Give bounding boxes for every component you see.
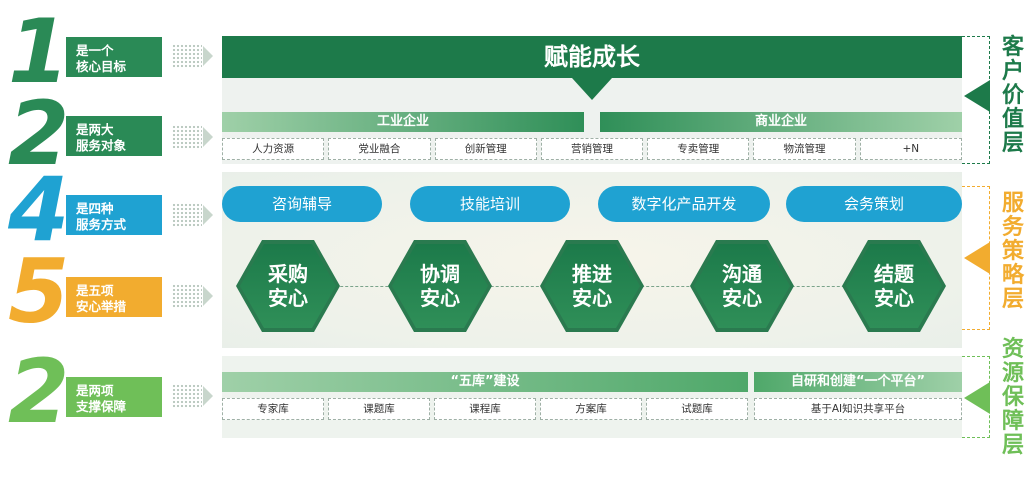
- caret-left-icon: [964, 80, 990, 112]
- row-tag: 是两项 支撑保障: [66, 377, 162, 417]
- support-layer-bg: [222, 356, 962, 438]
- industrial-header: 工业企业: [222, 112, 584, 132]
- dot-arrow: [172, 44, 202, 68]
- library-item: 课题库: [328, 398, 430, 420]
- measure-line1: 沟通: [722, 262, 762, 286]
- commercial-header: 商业企业: [600, 112, 962, 132]
- five-lib-header: “五库”建设: [222, 372, 748, 392]
- platform-item: 基于AI知识共享平台: [754, 398, 962, 420]
- caret-left-icon: [964, 242, 990, 274]
- layer-label-support: 资源保障层: [1001, 337, 1024, 458]
- measure-line1: 采购: [268, 262, 308, 286]
- measure-line1: 推进: [572, 262, 612, 286]
- caret-left-icon: [964, 382, 990, 414]
- row-number: 5: [8, 240, 69, 343]
- five-lib-label: “五库”建设: [450, 374, 520, 389]
- row-tag: 是一个 核心目标: [66, 37, 162, 77]
- measure-line1: 协调: [420, 262, 460, 286]
- library-item: 方案库: [540, 398, 642, 420]
- measure-text: 推进安心: [544, 244, 640, 328]
- industrial-label: 工业企业: [376, 114, 429, 129]
- platform-label: 自研和创建“一个平台”: [790, 374, 926, 389]
- enterprise-item: 营销管理: [540, 138, 644, 160]
- row-tag-line1: 是四种: [76, 201, 114, 216]
- top-banner-title: 赋能成长: [544, 43, 640, 71]
- measure-text: 沟通安心: [694, 244, 790, 328]
- chevron-right-icon: [203, 286, 213, 306]
- row-tag: 是两大 服务对象: [66, 116, 162, 156]
- service-pill: 数字化产品开发: [598, 186, 770, 222]
- row-tag: 是五项 安心举措: [66, 277, 162, 317]
- library-item: 专家库: [222, 398, 324, 420]
- enterprise-item: 党业融合: [328, 138, 431, 160]
- enterprise-item: +N: [859, 138, 962, 160]
- row-tag-line1: 是一个: [76, 43, 114, 58]
- row-number: 2: [8, 340, 69, 443]
- enterprise-item: 人力资源: [222, 138, 325, 160]
- measure-line1: 结题: [874, 262, 914, 286]
- enterprise-item: 专卖管理: [647, 138, 750, 160]
- dot-arrow: [172, 125, 202, 149]
- measure-text: 采购安心: [240, 244, 336, 328]
- row-tag-line1: 是五项: [76, 283, 114, 298]
- library-item: 课程库: [434, 398, 536, 420]
- platform-header: 自研和创建“一个平台”: [754, 372, 962, 392]
- measure-text: 协调安心: [392, 244, 488, 328]
- dot-arrow: [172, 284, 202, 308]
- row-number: 1: [8, 0, 69, 103]
- dot-arrow: [172, 203, 202, 227]
- row-tag-line2: 服务对象: [76, 138, 127, 153]
- enterprise-item: 物流管理: [753, 138, 856, 160]
- row-tag-line1: 是两大: [76, 122, 114, 137]
- chevron-right-icon: [203, 127, 213, 147]
- layer-label-value: 客户价值层: [1001, 35, 1024, 156]
- service-pill: 会务策划: [786, 186, 962, 222]
- measure-hexagon: 协调安心: [388, 240, 492, 332]
- enterprise-items: 人力资源 党业融合 创新管理 营销管理 专卖管理 物流管理 +N: [222, 138, 962, 160]
- commercial-label: 商业企业: [754, 114, 807, 129]
- enterprise-item: 创新管理: [434, 138, 537, 160]
- layer-label-strategy: 服务策略层: [1001, 191, 1024, 312]
- row-tag: 是四种 服务方式: [66, 195, 162, 235]
- banner-pointer: [572, 78, 612, 100]
- measure-line2: 安心: [268, 286, 308, 310]
- measure-line2: 安心: [572, 286, 612, 310]
- row-number: 4: [8, 158, 69, 261]
- row-tag-line2: 支撑保障: [76, 399, 127, 414]
- measure-text: 结题安心: [846, 244, 942, 328]
- top-banner: 赋能成长: [222, 36, 962, 78]
- chevron-right-icon: [203, 386, 213, 406]
- platform-item-cell: 基于AI知识共享平台: [754, 398, 962, 420]
- library-item: 试题库: [646, 398, 748, 420]
- row-number: 2: [8, 82, 69, 185]
- dot-arrow: [172, 384, 202, 408]
- chevron-right-icon: [203, 46, 213, 66]
- measure-line2: 安心: [420, 286, 460, 310]
- row-tag-line2: 核心目标: [76, 59, 127, 74]
- library-items: 专家库 课题库 课程库 方案库 试题库: [222, 398, 748, 420]
- service-pill: 技能培训: [410, 186, 570, 222]
- measure-line2: 安心: [874, 286, 914, 310]
- service-pill: 咨询辅导: [222, 186, 382, 222]
- row-tag-line2: 服务方式: [76, 217, 127, 232]
- measure-line2: 安心: [722, 286, 762, 310]
- chevron-right-icon: [203, 205, 213, 225]
- row-tag-line1: 是两项: [76, 383, 114, 398]
- row-tag-line2: 安心举措: [76, 299, 127, 314]
